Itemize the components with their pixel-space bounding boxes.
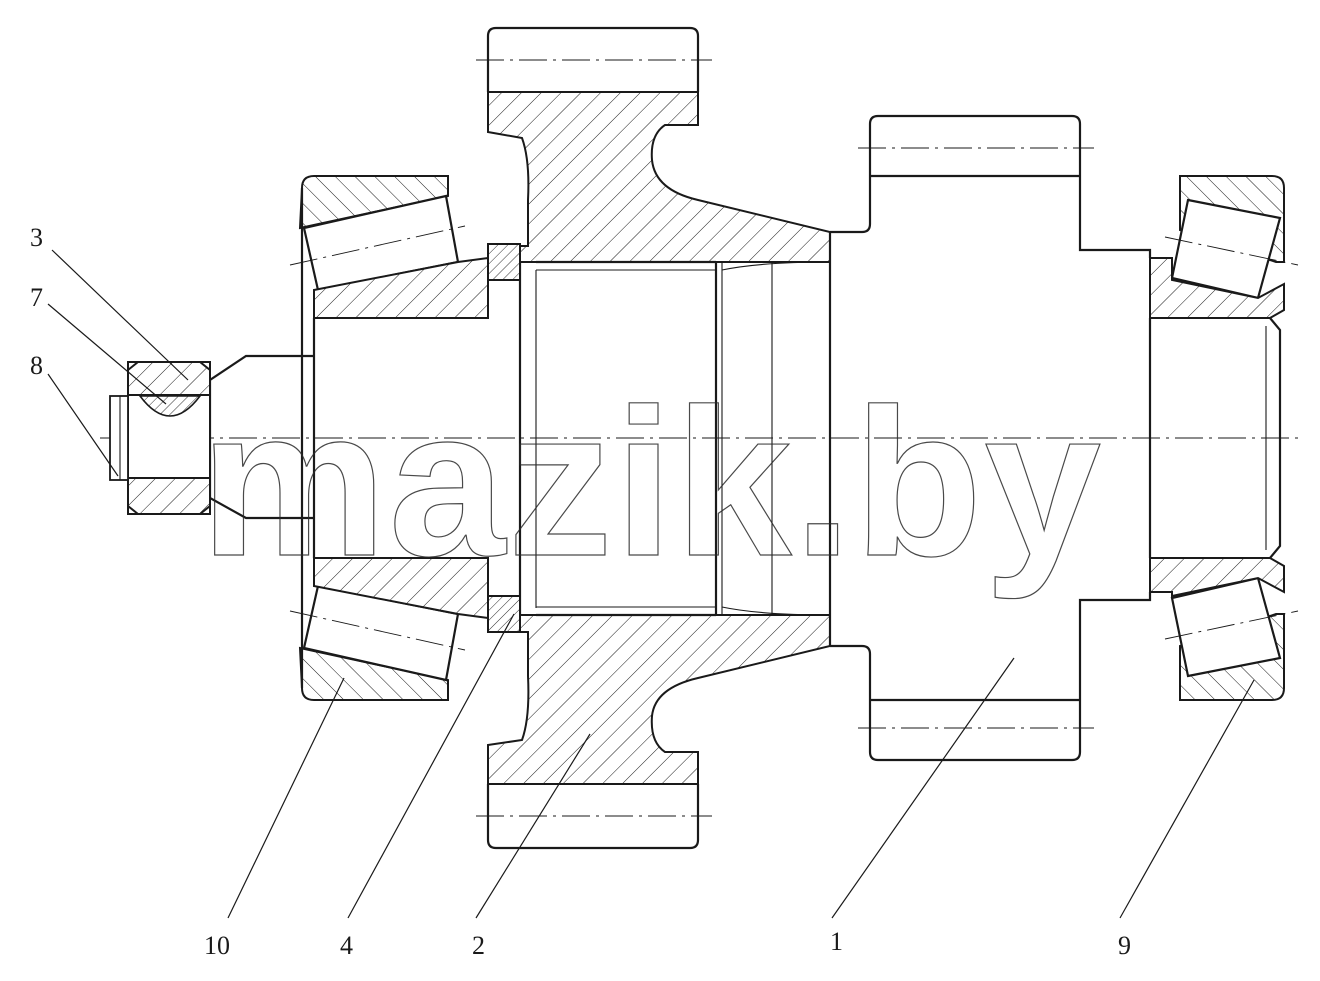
gear-2 xyxy=(476,26,832,850)
callout-9: 9 xyxy=(1118,931,1131,960)
callout-3: 3 xyxy=(30,223,43,252)
callout-10: 10 xyxy=(204,931,230,960)
bearing-10 xyxy=(289,175,489,701)
shaft-end xyxy=(109,354,314,520)
callout-1: 1 xyxy=(830,927,843,956)
watermark: mazik.by xyxy=(200,365,1103,600)
callout-8: 8 xyxy=(30,351,43,380)
callout-2: 2 xyxy=(472,931,485,960)
callout-7: 7 xyxy=(30,283,43,312)
shaft-1 xyxy=(830,114,1152,762)
bearing-9 xyxy=(1148,175,1299,701)
leader-lines xyxy=(47,249,1255,919)
callout-4: 4 xyxy=(340,931,353,960)
